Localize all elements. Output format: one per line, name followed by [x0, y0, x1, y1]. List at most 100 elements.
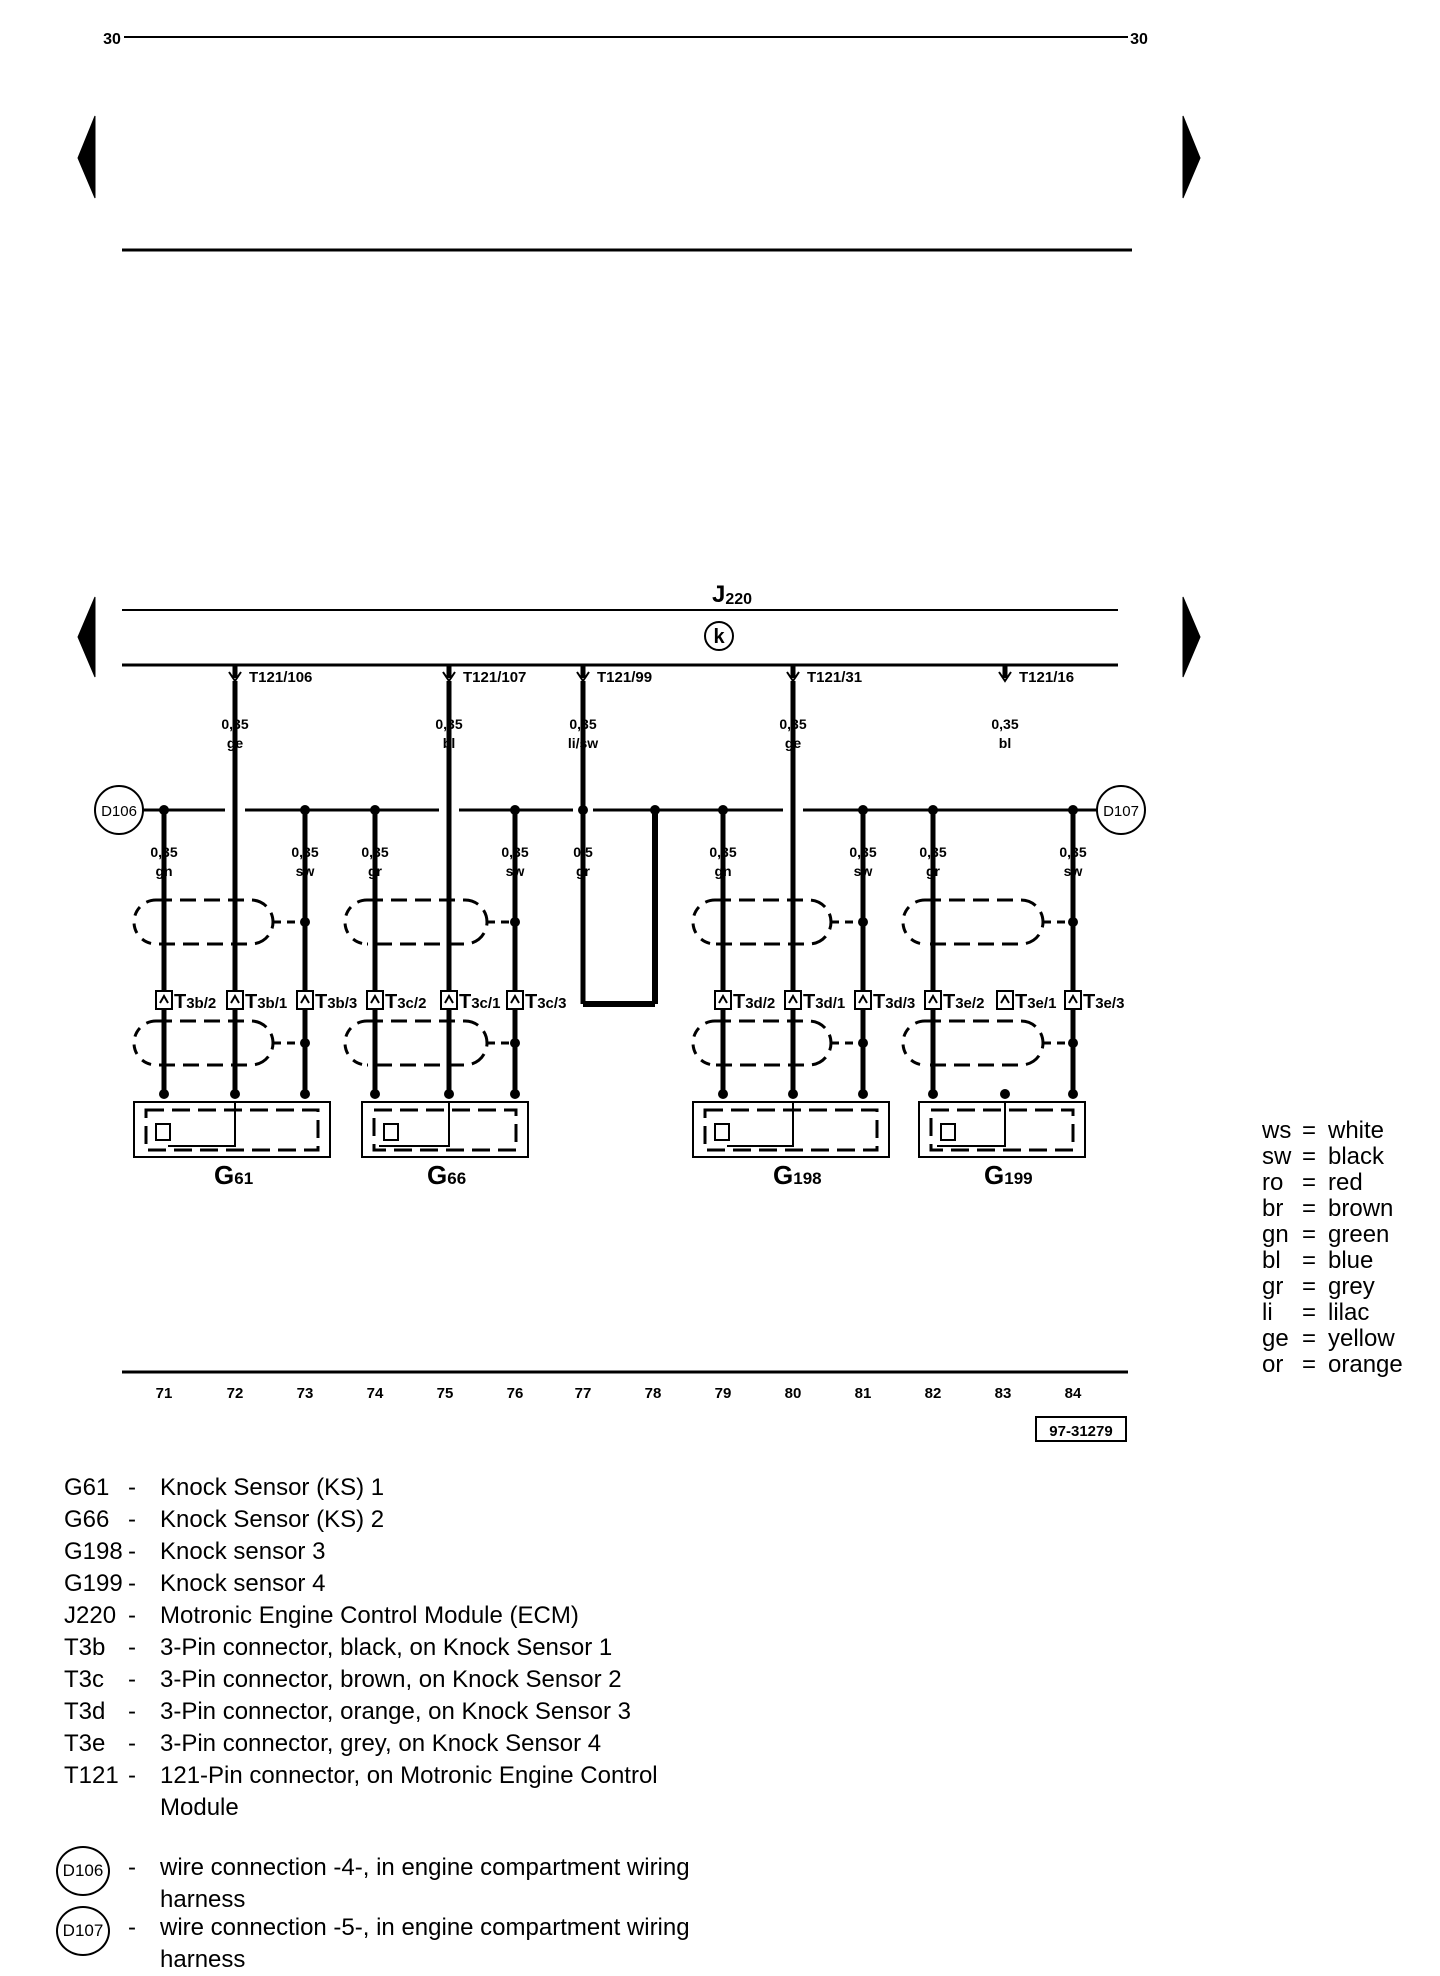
track-number: 72 [227, 1385, 244, 1402]
legend-code: G199 [64, 1570, 123, 1597]
shield-loop-end [901, 1019, 926, 1067]
color-code-item: gn=green [1262, 1222, 1389, 1248]
color-code-item: ro=red [1262, 1170, 1363, 1196]
connector-arrow-icon [928, 993, 938, 1004]
wire-end-node [159, 1089, 169, 1099]
shield-loop-end [132, 1019, 157, 1067]
sensor-label: G199 [984, 1160, 1033, 1190]
legend-desc: 3-Pin connector, black, on Knock Sensor … [160, 1634, 613, 1661]
branch-wire-size: 0,35 [1059, 844, 1086, 860]
legend-item: G61-Knock Sensor (KS) 1 [0, 1472, 760, 1536]
legend-item: J220-Motronic Engine Control Module (ECM… [0, 1600, 760, 1664]
legend-item: G198-Knock sensor 3 [0, 1536, 760, 1600]
connector-arrow-icon [510, 993, 520, 1004]
legend-desc: wire connection -5-, in engine compartme… [160, 1914, 690, 1973]
connector-arrow-icon [1068, 993, 1078, 1004]
connector-label: T3d/3 [873, 991, 915, 1013]
color-code-item: or=orange [1262, 1352, 1403, 1378]
color-code: ge [1262, 1325, 1289, 1352]
color-code: sw [1262, 1143, 1292, 1170]
pin-label: T121/16 [1019, 669, 1074, 686]
shield-node [510, 1038, 520, 1048]
color-name: blue [1328, 1247, 1374, 1274]
wire-end-node [718, 1089, 728, 1099]
wire-end-node [858, 1089, 868, 1099]
shield-node [300, 1038, 310, 1048]
connector-label: T3b/1 [245, 991, 287, 1013]
shield-loop [367, 898, 489, 946]
shield-loop [715, 1019, 833, 1067]
sensor-element-icon [940, 1123, 956, 1141]
connector-pin-icon [996, 990, 1014, 1010]
shield-node [1068, 1038, 1078, 1048]
track-number: 81 [855, 1385, 872, 1402]
color-code: br [1262, 1195, 1284, 1222]
splice-left-label: D106 [101, 803, 137, 820]
shield-loop [925, 898, 1045, 946]
prev-page-arrow-icon[interactable] [77, 115, 96, 199]
splice-legend-circle: D106 [56, 1846, 110, 1896]
legend-code: T3c [64, 1666, 105, 1693]
pin-label: T121/99 [597, 669, 652, 686]
color-code: ro [1262, 1169, 1284, 1196]
connector-pin-icon [296, 990, 314, 1010]
connector-arrow-icon [444, 993, 454, 1004]
branch-wire-size: 0,35 [150, 844, 177, 860]
legend-item: G199-Knock sensor 4 [0, 1568, 760, 1632]
legend-item: G66-Knock Sensor (KS) 2 [0, 1504, 760, 1568]
legend-code: T3e [64, 1730, 106, 1757]
color-eq: = [1302, 1143, 1317, 1170]
legend-dash: - [128, 1666, 136, 1693]
color-name: green [1328, 1221, 1390, 1248]
branch-wire-color: gr [368, 863, 383, 879]
connector-label: T3e/1 [1015, 991, 1056, 1013]
color-code: bl [1262, 1247, 1281, 1274]
wire-end-node [300, 1089, 310, 1099]
splice-legend-item: D106-wire connection -4-, in engine comp… [0, 1846, 760, 1916]
sensor-housing [692, 1101, 890, 1158]
connector-pin-icon [155, 990, 173, 1010]
shield-node [858, 917, 868, 927]
connector-arrow-icon [1000, 993, 1010, 1004]
connector-label: T3e/2 [943, 991, 984, 1013]
wire-end-node [1068, 1089, 1078, 1099]
connector-label: T3c/2 [385, 991, 426, 1013]
connector-arrow-icon [718, 993, 728, 1004]
shield-node [300, 917, 310, 927]
next-page-arrow-icon[interactable] [1182, 115, 1201, 199]
module-label: J220 [712, 581, 752, 608]
sensor-internal-wire [168, 1102, 236, 1147]
shield-loop-end [901, 898, 926, 946]
wire-end-node [1000, 1089, 1010, 1099]
shield-loop-end [343, 898, 368, 946]
legend-item: T3e-3-Pin connector, grey, on Knock Sens… [0, 1728, 760, 1792]
prev-section-arrow-icon[interactable] [77, 596, 96, 678]
page-number-right: 30 [1130, 31, 1148, 48]
sensor-element-icon [155, 1123, 171, 1141]
wire-end-node [230, 1089, 240, 1099]
connector-pin-icon [1064, 990, 1082, 1010]
legend-dash: - [128, 1914, 136, 1941]
legend-code: G198 [64, 1538, 123, 1565]
shield-loop [715, 898, 833, 946]
branch-wire-size: 0,5 [573, 844, 593, 860]
shield-loop-end [691, 898, 716, 946]
connector-arrow-icon [858, 993, 868, 1004]
sensor-element-icon [714, 1123, 730, 1141]
sensor-label: G61 [214, 1160, 253, 1190]
color-code: ws [1262, 1117, 1292, 1144]
sensor-internal-wire [937, 1102, 1006, 1147]
branch-wire-color: gn [155, 863, 172, 879]
legend-dash: - [128, 1698, 136, 1725]
shield-loop [156, 1019, 275, 1067]
legend-item: T121-121-Pin connector, on Motronic Engi… [0, 1760, 760, 1824]
connector-pin-icon [226, 990, 244, 1010]
splice-legend-circle: D107 [56, 1906, 110, 1956]
legend-item: T3d-3-Pin connector, orange, on Knock Se… [0, 1696, 760, 1760]
connector-label: T3c/3 [525, 991, 566, 1013]
color-code: gn [1262, 1221, 1289, 1248]
color-eq: = [1302, 1299, 1317, 1326]
legend-dash: - [128, 1854, 136, 1881]
next-section-arrow-icon[interactable] [1182, 596, 1201, 678]
